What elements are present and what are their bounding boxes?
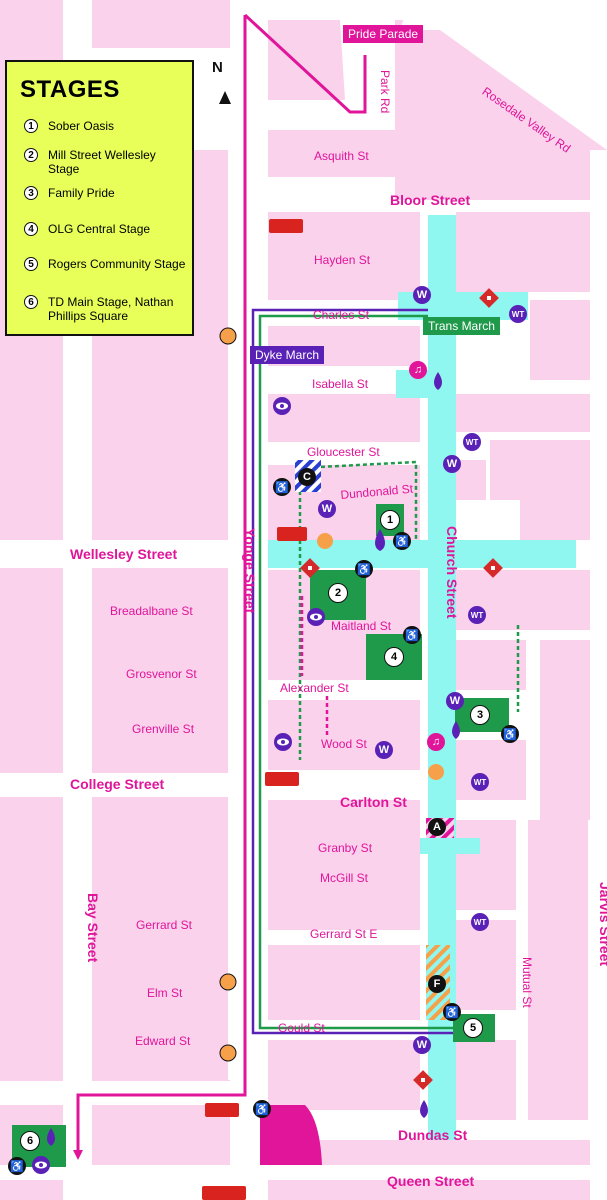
street-hayden: Hayden St [314,253,371,267]
street-wood: Wood St [321,737,367,751]
pride-parade-badge: Pride Parade [343,25,424,43]
trans-march-badge: Trans March [423,317,500,335]
legend-item-2: 2 Mill Street Wellesley Stage [24,148,188,176]
washroom-trans-marker[interactable]: WT [468,606,486,624]
accessible-icon[interactable]: ♿ [355,560,373,578]
north-arrow-icon [219,91,231,104]
washroom-trans-marker[interactable]: WT [509,305,527,323]
street-edward: Edward St [135,1034,191,1048]
street-dundas: Dundas St [398,1127,468,1143]
accessible-icon[interactable]: ♿ [501,725,519,743]
music-icon[interactable]: ♫ [409,361,427,379]
accessible-icon[interactable]: ♿ [403,626,421,644]
landmark-building [260,1105,322,1165]
legend-item-4: 4 OLG Central Stage [24,222,188,236]
legend-item-5: 5 Rogers Community Stage [24,257,188,271]
music-icon[interactable]: ♫ [427,733,445,751]
washroom-trans-marker[interactable]: WT [463,433,481,451]
street-jarvis: Jarvis Street [597,882,607,967]
street-queen: Queen Street [387,1173,475,1189]
washroom-marker[interactable]: W [446,692,464,710]
washroom-marker[interactable]: W [413,1036,431,1054]
accessible-icon[interactable]: ♿ [393,532,411,550]
stage-6-number: 6 [20,1131,40,1151]
street-gerrard-e: Gerrard St E [310,927,378,941]
street-mutual: Mutual St [520,957,534,1008]
trans-march-route [258,314,456,1030]
street-bay: Bay Street [85,893,101,963]
pride-parade-route-south [76,15,247,1155]
legend-title: STAGES [20,76,120,103]
dyke-march-route [251,308,456,1035]
street-grenville: Grenville St [132,722,195,736]
street-college: College Street [70,776,165,792]
street-maitland: Maitland St [331,619,392,633]
street-church: Church Street [444,526,460,619]
legend-item-3: 3 Family Pride [24,186,188,200]
street-alexander: Alexander St [280,681,349,695]
street-asquith: Asquith St [314,149,369,163]
washroom-marker[interactable]: W [375,741,393,759]
dyke-march-badge: Dyke March [250,346,325,364]
washroom-marker[interactable]: W [318,500,336,518]
street-breadalbane: Breadalbane St [110,604,193,618]
street-granby: Granby St [318,841,373,855]
accessible-icon[interactable]: ♿ [273,478,291,496]
accessible-icon[interactable]: ♿ [8,1157,26,1175]
stage-1-number: 1 [380,510,400,530]
north-label: N [212,59,223,76]
street-isabella: Isabella St [312,377,369,391]
street-wellesley: Wellesley Street [70,546,178,562]
stage-2-number: 2 [328,583,348,603]
washroom-trans-marker[interactable]: WT [471,913,489,931]
street-gloucester: Gloucester St [307,445,380,459]
street-charles: Charles St [313,308,370,322]
accessible-icon[interactable]: ♿ [443,1003,461,1021]
zone-a-marker[interactable]: A [428,818,446,836]
street-carlton: Carlton St [340,794,407,810]
legend-item-1: 1 Sober Oasis [24,119,188,133]
zone-f-marker[interactable]: F [428,975,446,993]
street-grosvenor: Grosvenor St [126,667,197,681]
street-gould: Gould St [278,1021,325,1035]
washroom-marker[interactable]: W [413,286,431,304]
stages-legend: STAGES 1 Sober Oasis 2 Mill Street Welle… [5,60,194,336]
legend-item-6: 6 TD Main Stage, Nathan Phillips Square [24,295,188,323]
washroom-marker[interactable]: W [443,455,461,473]
pride-parade-route [243,13,367,114]
street-elm: Elm St [147,986,183,1000]
street-gerrard: Gerrard St [136,918,193,932]
street-yonge: Yonge Street [242,528,258,614]
washroom-trans-marker[interactable]: WT [471,773,489,791]
street-park-rd: Park Rd [378,70,392,114]
stage-4-number: 4 [384,647,404,667]
street-bloor: Bloor Street [390,192,471,208]
stage-3-number: 3 [470,705,490,725]
stage-5-number: 5 [463,1018,483,1038]
street-mcgill: McGill St [320,871,368,885]
accessible-icon[interactable]: ♿ [253,1100,271,1118]
zone-c-marker[interactable]: C [298,468,316,486]
